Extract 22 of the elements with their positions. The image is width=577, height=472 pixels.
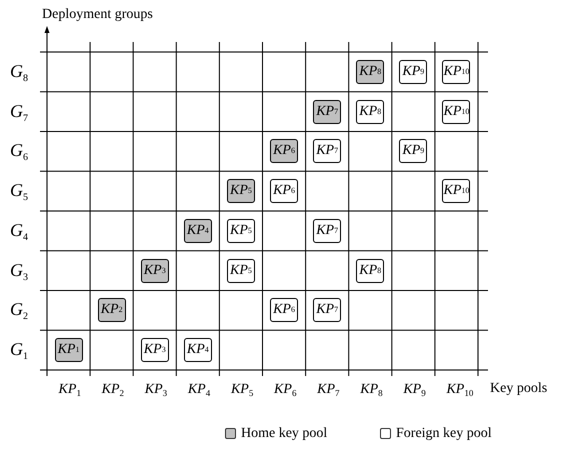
pool-label: KP$_{3}$ [144,383,168,398]
axis-title: Key pools [490,382,548,396]
legend-text: Foreign key pool [396,427,492,441]
group-label: G$_{2}$ [10,300,28,322]
pool-label: KP$_{8}$ [360,383,383,398]
group-label: G$_{1}$ [10,340,28,362]
group-label: G$_{4}$ [10,220,28,243]
pool-label: KP$_{2}$ [102,383,124,398]
pool-label: KP$_{9}$ [403,383,426,398]
pool-label: KP$_{10}$ [446,383,474,398]
axis-title: Deployment groups [42,8,153,22]
legend-text: Home key pool [241,427,328,441]
pool-label: KP$_{5}$ [230,383,254,398]
group-label: G$_{8}$ [10,62,28,84]
pool-label: KP$_{4}$ [188,383,210,398]
group-label: G$_{3}$ [10,260,28,283]
group-label: G$_{7}$ [10,102,28,124]
pool-label: KP$_{7}$ [317,383,340,398]
group-label: G$_{6}$ [10,141,28,164]
pool-label: KP$_{1}$ [58,383,81,398]
group-label: G$_{5}$ [10,181,28,204]
pool-label: KP$_{6}$ [274,383,296,398]
